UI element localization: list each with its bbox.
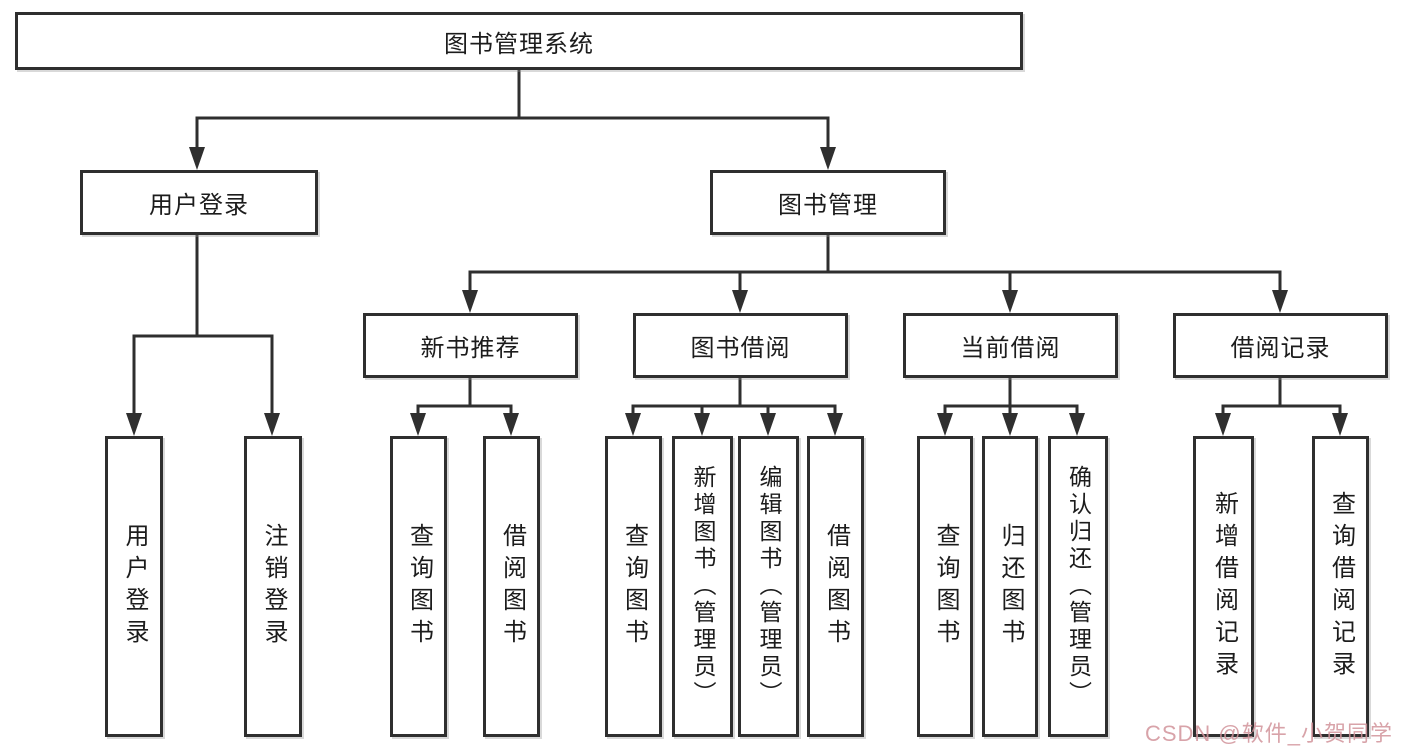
leaf-label: 归还图书 bbox=[997, 522, 1024, 651]
leaf-edit-books-admin: 编辑图书（管理员） bbox=[738, 436, 799, 737]
csdn-watermark: CSDN @软件_小贺同学 bbox=[1144, 721, 1393, 746]
leaf-confirm-return-admin: 确认归还（管理员） bbox=[1048, 436, 1108, 737]
leaf-query-books-recommend: 查询图书 bbox=[390, 436, 447, 737]
leaf-label: 新增图书（管理员） bbox=[690, 465, 716, 708]
node-book-borrowing: 图书借阅 bbox=[633, 313, 848, 378]
leaf-label: 查询借阅记录 bbox=[1327, 490, 1355, 683]
leaf-label: 查询图书 bbox=[405, 522, 433, 651]
leaf-add-books-admin: 新增图书（管理员） bbox=[672, 436, 733, 737]
leaf-label: 编辑图书（管理员） bbox=[756, 465, 782, 708]
leaf-query-borrow-record: 查询借阅记录 bbox=[1312, 436, 1369, 737]
node-current-borrowing: 当前借阅 bbox=[903, 313, 1118, 378]
leaf-label: 用户登录 bbox=[121, 522, 148, 651]
leaf-query-books-borrowing: 查询图书 bbox=[605, 436, 662, 737]
leaf-label: 确认归还（管理员） bbox=[1065, 465, 1092, 708]
leaf-label: 借阅图书 bbox=[822, 522, 850, 651]
node-book-management: 图书管理 bbox=[710, 170, 946, 235]
leaf-label: 查询图书 bbox=[932, 522, 959, 651]
arrowheads bbox=[126, 147, 1348, 436]
node-label: 图书管理 bbox=[778, 192, 878, 219]
leaf-borrow-books-recommend: 借阅图书 bbox=[483, 436, 540, 737]
node-label: 当前借阅 bbox=[960, 335, 1061, 362]
leaf-query-books-current: 查询图书 bbox=[917, 436, 973, 737]
node-user-login: 用户登录 bbox=[80, 170, 318, 235]
node-library-management-system: 图书管理系统 bbox=[15, 12, 1023, 70]
leaf-label: 借阅图书 bbox=[498, 522, 526, 651]
leaf-borrow-books: 借阅图书 bbox=[807, 436, 864, 737]
node-label: 图书借阅 bbox=[690, 335, 791, 362]
node-label: 新书推荐 bbox=[420, 335, 521, 362]
node-label: 借阅记录 bbox=[1230, 335, 1331, 362]
node-borrowing-records: 借阅记录 bbox=[1173, 313, 1388, 378]
node-label: 用户登录 bbox=[149, 192, 249, 219]
leaf-add-borrow-record: 新增借阅记录 bbox=[1193, 436, 1254, 737]
leaf-label: 查询图书 bbox=[620, 522, 648, 651]
node-new-book-recommendation: 新书推荐 bbox=[363, 313, 578, 378]
leaf-logout: 注销登录 bbox=[244, 436, 302, 737]
node-label: 图书管理系统 bbox=[444, 30, 594, 58]
leaf-user-login: 用户登录 bbox=[105, 436, 163, 737]
leaf-label: 新增借阅记录 bbox=[1210, 490, 1238, 683]
leaf-label: 注销登录 bbox=[260, 522, 287, 651]
leaf-return-books: 归还图书 bbox=[982, 436, 1038, 737]
